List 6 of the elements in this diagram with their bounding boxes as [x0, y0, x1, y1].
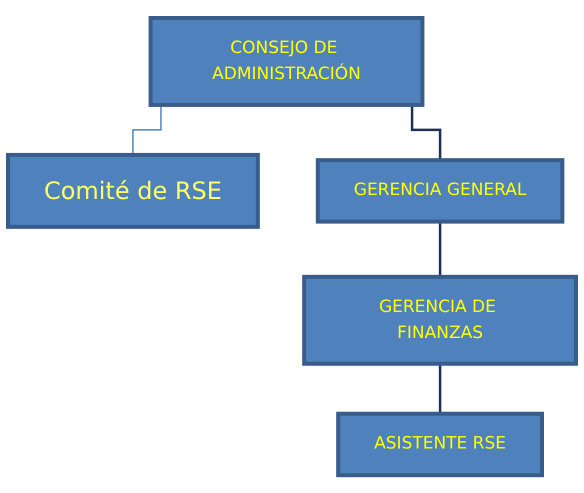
- node-box: [336, 412, 544, 478]
- org-chart: CONSEJO DE ADMINISTRACIÓN Comité de RSE GERENCIA GENERAL GERENCIA DE FINANZAS ASISTENTE RSE: [0, 10, 584, 484]
- node-box: [6, 152, 260, 229]
- node-box: [148, 16, 424, 107]
- node-box: [302, 274, 578, 366]
- node-box: [316, 158, 564, 224]
